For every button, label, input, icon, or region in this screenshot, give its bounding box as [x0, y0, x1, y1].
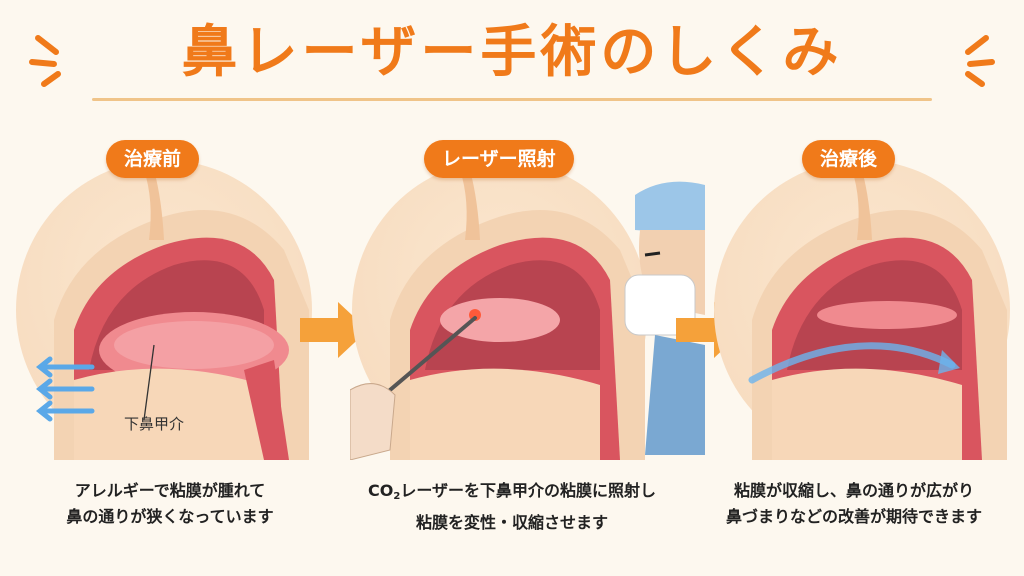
caption-laser-line2: 粘膜を変性・収縮させます [415, 513, 608, 532]
turbinate-label: 下鼻甲介 [124, 415, 185, 433]
surgeon-icon [624, 181, 705, 455]
title-underline [92, 98, 932, 101]
caption-laser-line1: CO2レーザーを下鼻甲介の粘膜に照射し [342, 478, 682, 510]
caption-after-line1: 粘膜が収縮し、鼻の通りが広がり [733, 481, 974, 500]
page-title: 鼻レーザー手術のしくみ [181, 20, 843, 85]
caption-after: 粘膜が収縮し、鼻の通りが広がり 鼻づまりなどの改善が期待できます [684, 478, 1024, 530]
sparkle-icon-right [965, 35, 995, 87]
panel-before [14, 160, 314, 460]
sparkle-icon-left [29, 35, 61, 87]
caption-laser: CO2レーザーを下鼻甲介の粘膜に照射し 粘膜を変性・収縮させます [342, 478, 682, 536]
badge-before: 治療前 [106, 140, 200, 178]
caption-before-line1: アレルギーで粘膜が腫れて [74, 481, 266, 500]
caption-before: アレルギーで粘膜が腫れて 鼻の通りが狭くなっています [0, 478, 340, 530]
panel-after [712, 160, 1012, 460]
airflow-icon [748, 342, 956, 384]
airflow-icon [35, 356, 95, 422]
arrow-right-icon [300, 302, 368, 358]
badge-after: 治療後 [802, 140, 896, 178]
laser-probe-icon [388, 316, 477, 392]
panel-laser [350, 160, 650, 460]
caption-before-line2: 鼻の通りが狭くなっています [66, 507, 274, 526]
co2-text: CO [368, 481, 394, 500]
badge-laser: レーザー照射 [424, 140, 574, 178]
caption-laser-line1-rest: レーザーを下鼻甲介の粘膜に照射し [400, 481, 656, 500]
caption-after-line2: 鼻づまりなどの改善が期待できます [725, 507, 982, 526]
co2-sub: 2 [393, 491, 401, 502]
